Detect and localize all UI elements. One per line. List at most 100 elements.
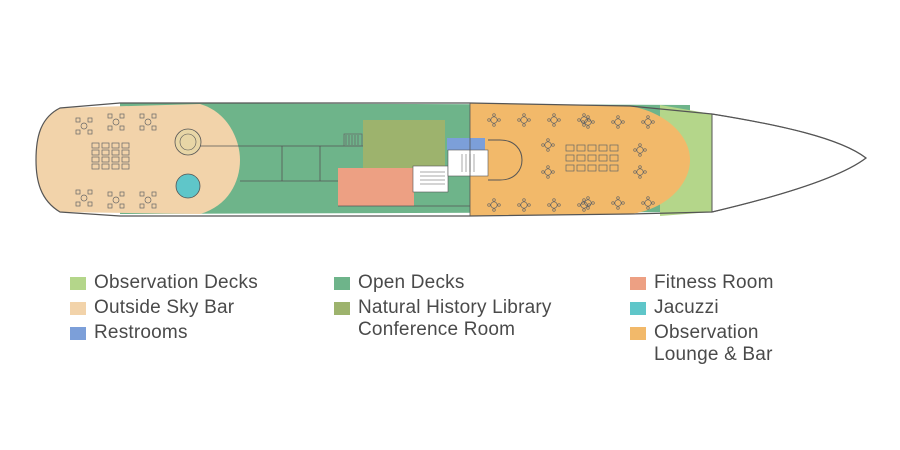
lounger xyxy=(101,149,110,156)
lounge-chair xyxy=(586,196,590,200)
bar-seat xyxy=(598,144,608,152)
chair xyxy=(119,203,125,209)
lounge-chair xyxy=(586,115,590,119)
lounge-chair xyxy=(586,125,590,129)
legend-item-lounge: Observation Lounge & Bar xyxy=(630,322,774,366)
bar-seat xyxy=(609,154,619,162)
lounge-chair xyxy=(547,118,551,122)
lounge-chair xyxy=(527,203,531,207)
fitness-room-area xyxy=(338,168,414,206)
legend-label: Outside Sky Bar xyxy=(94,297,235,318)
lounge-chair xyxy=(497,118,501,122)
lounge-chair xyxy=(577,118,581,122)
legend-item-jacuzzi: Jacuzzi xyxy=(630,297,774,319)
bar-seat xyxy=(565,164,575,172)
chair xyxy=(75,129,81,135)
legend: Observation Decks Outside Sky Bar Restro… xyxy=(0,272,900,442)
lounge-chair xyxy=(611,201,615,205)
legend-column-3: Fitness Room Jacuzzi Observation Lounge … xyxy=(630,272,774,369)
lounge-chair xyxy=(616,115,620,119)
restrooms-area xyxy=(447,138,485,150)
lounge-chair xyxy=(522,113,526,117)
lounge-table xyxy=(644,199,652,207)
table xyxy=(80,122,88,130)
lounge-chair xyxy=(557,118,561,122)
lounge-chair xyxy=(641,120,645,124)
lounge-chair xyxy=(582,123,586,127)
chair xyxy=(119,113,125,119)
legend-item-open-decks: Open Decks xyxy=(334,272,552,294)
lounge-chair xyxy=(557,203,561,207)
lounge-chair xyxy=(643,148,647,152)
bar-seat xyxy=(598,164,608,172)
table xyxy=(80,194,88,202)
legend-item-observation-decks: Observation Decks xyxy=(70,272,258,294)
lounger xyxy=(101,156,110,163)
chair xyxy=(151,203,157,209)
lounge-chair xyxy=(552,208,556,212)
bar-seat xyxy=(576,144,586,152)
lounge-chair xyxy=(646,196,650,200)
chair xyxy=(75,201,81,207)
lounge-chair xyxy=(546,148,550,152)
lounge-table xyxy=(544,168,552,176)
lounge-chair xyxy=(621,120,625,124)
lounger xyxy=(121,149,130,156)
deck-lines xyxy=(200,103,471,216)
table xyxy=(144,196,152,204)
chair xyxy=(75,117,81,123)
lounge-table xyxy=(614,199,622,207)
lounger xyxy=(121,142,130,149)
chair xyxy=(107,203,113,209)
jacuzzi-pool xyxy=(175,173,201,199)
lounger xyxy=(91,149,100,156)
bar-seat xyxy=(565,154,575,162)
swatch-library xyxy=(334,302,350,315)
lounge-chair xyxy=(651,120,655,124)
lounge-chair xyxy=(641,201,645,205)
lounger xyxy=(111,156,120,163)
swatch-fitness-room xyxy=(630,277,646,290)
lounge-chair xyxy=(522,123,526,127)
lounger xyxy=(111,163,120,170)
legend-item-outside-sky-bar: Outside Sky Bar xyxy=(70,297,258,319)
lounge-table xyxy=(636,146,644,154)
lounger xyxy=(101,142,110,149)
lounge-chair xyxy=(552,123,556,127)
swatch-jacuzzi xyxy=(630,302,646,315)
lounge-chair xyxy=(552,113,556,117)
lounger xyxy=(91,142,100,149)
lounge-chair xyxy=(591,120,595,124)
lounge-table xyxy=(520,201,528,209)
chair xyxy=(75,189,81,195)
lounge-chair xyxy=(616,206,620,210)
lounger xyxy=(91,156,100,163)
legend-column-1: Observation Decks Outside Sky Bar Restro… xyxy=(70,272,258,347)
table xyxy=(112,196,120,204)
lounge-chair xyxy=(497,203,501,207)
hot-tub-inner xyxy=(179,133,197,151)
lounge-chair xyxy=(522,208,526,212)
lounge-chair xyxy=(541,143,545,147)
furniture-group xyxy=(75,113,655,212)
bar-seat xyxy=(587,164,597,172)
lounge-chair xyxy=(582,113,586,117)
lounger xyxy=(111,142,120,149)
lounge-chair xyxy=(551,143,555,147)
lounge-table xyxy=(544,141,552,149)
bar-seat xyxy=(609,164,619,172)
lounge-chair xyxy=(547,203,551,207)
service-block xyxy=(447,149,489,177)
lounge-chair xyxy=(487,118,491,122)
lounge-chair xyxy=(541,170,545,174)
legend-label: Fitness Room xyxy=(654,272,774,293)
lounge-table xyxy=(614,118,622,126)
legend-label: Lounge & Bar xyxy=(654,344,773,365)
lounge-chair xyxy=(517,118,521,122)
lounge-chair xyxy=(611,120,615,124)
lounge-chair xyxy=(646,115,650,119)
lounge-chair xyxy=(638,153,642,157)
lounge-table xyxy=(550,116,558,124)
lounger xyxy=(91,163,100,170)
hot-tub-ring xyxy=(174,128,202,156)
